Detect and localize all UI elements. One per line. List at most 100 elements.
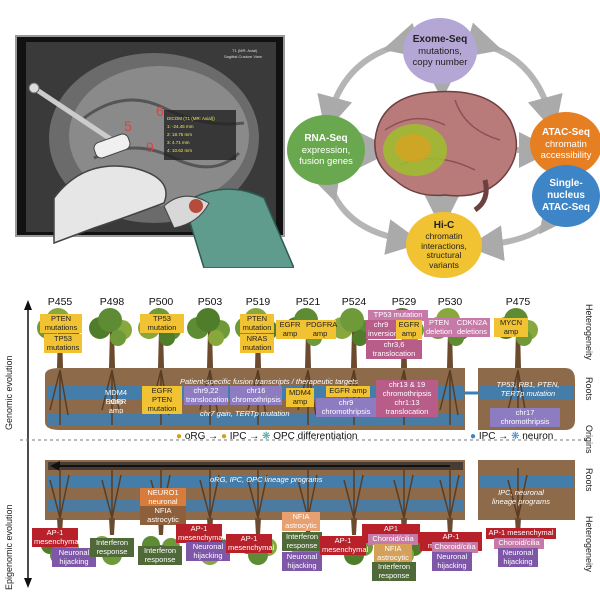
epigenomic-evolution-label: Epigenomic evolution <box>4 504 14 590</box>
patient-id: P521 <box>295 296 321 308</box>
tree-roots <box>393 468 414 519</box>
label-p524-ap1: AP-1 mesenchymal <box>320 536 369 555</box>
tree-canopy <box>352 330 368 346</box>
screen-title-1: T1 (MR: Axial) <box>232 48 258 53</box>
tree-canopy <box>110 330 126 346</box>
tree-roots <box>49 468 70 519</box>
tree-roots <box>343 468 364 519</box>
tree-roots <box>101 468 122 519</box>
label-p519-chr16: chr16 chromothripsis <box>230 386 282 405</box>
label-p524-egfr: EGFR amp <box>326 386 370 397</box>
tree-roots <box>199 468 220 519</box>
chr7-gain-band: chr7 gain, TERTp mutation <box>200 409 290 418</box>
tree-canopy <box>208 330 224 346</box>
origin-opc-label: OPC differentiation <box>273 431 358 442</box>
patient-id: P475 <box>505 296 531 308</box>
tree-roots <box>439 468 460 519</box>
arrow-right-icon: → <box>498 431 509 442</box>
label-p529-interferon: Interferon response <box>372 562 416 581</box>
label-p529-choroid: Choroid/cilia <box>368 534 418 545</box>
snatac-seq-node: Single-nucleus ATAC-Seq <box>532 165 600 227</box>
label-p498-egfr: EGFR amp <box>105 397 127 415</box>
tree-trunk <box>109 518 115 535</box>
surgical-navigation-illustration: T1 (MR: Axial) Sagittal Custom View DICO… <box>15 35 294 268</box>
label-p530-pten: PTEN deletion <box>424 318 454 337</box>
label-p455-pten: PTEN mutations <box>40 314 82 333</box>
right-label-roots: Roots <box>584 377 594 401</box>
exome-seq-node: Exome-Seq mutations, copy number <box>403 18 477 84</box>
patient-id: P524 <box>341 296 367 308</box>
label-p529-tp53: TP53 mutation <box>368 310 428 321</box>
label-p498-interferon: Interferon response <box>90 538 134 557</box>
label-p530-choroid: Choroid/cilia <box>432 542 478 553</box>
label-p500-tp53: TP53 mutation <box>140 314 184 333</box>
label-p475-ap1: AP-1 mesenchymal <box>486 528 556 539</box>
label-p524-chr9: chr9 chromothripsis <box>316 398 376 417</box>
label-p475-choroid: Choroid/cilia <box>494 538 544 549</box>
label-p529-chr9: chr9 inversion <box>366 320 399 339</box>
tree-canopy <box>340 308 364 332</box>
tree-canopy <box>196 308 220 332</box>
origin-right-neuron-label: neuron <box>522 431 554 442</box>
tree-roots <box>507 468 528 519</box>
tree-canopy <box>98 308 122 332</box>
label-p521-egfr: EGFR amp <box>276 320 304 339</box>
ipc-cell-icon: ● <box>220 431 227 442</box>
rna-seq-title: RNA-Seq <box>304 133 348 144</box>
atac-seq-desc: chromatin accessibility <box>540 139 592 161</box>
label-p503-neuronal: Neuronal hijacking <box>186 542 230 561</box>
label-p521-nfia: NFIA astrocytic <box>282 512 320 531</box>
label-p475-neuronal: Neuronal hijacking <box>498 548 538 567</box>
gloved-hand <box>53 165 167 245</box>
label-p455-neuronal: Neuronal hijacking <box>52 548 96 567</box>
label-p503-chr9: chr9,22 translocation <box>184 386 229 405</box>
origin-org-label: oRG <box>184 431 206 442</box>
tree-roots <box>49 369 69 425</box>
hi-c-desc: chromatin interactions, structural varia… <box>421 231 467 270</box>
exome-seq-title: Exome-Seq <box>412 34 468 45</box>
label-p475-lineage: IPC, neuronal lineage programs <box>492 488 550 506</box>
label-p530-cdkn2a: CDKN2A deletions <box>454 318 490 337</box>
tree-trunk <box>351 518 357 535</box>
label-p521-interferon: Interferon response <box>282 532 322 551</box>
label-p519-nras: NRAS mutation <box>240 334 274 353</box>
exome-seq-desc: mutations, copy number <box>412 46 468 68</box>
label-p521-pdgfra: PDGFRA amp <box>304 320 338 339</box>
tree-roots <box>247 468 268 519</box>
tree-trunk <box>255 518 261 535</box>
patient-id: P455 <box>47 296 73 308</box>
zone-label: 5 <box>124 118 132 134</box>
snatac-seq-title: Single-nucleus ATAC-Seq <box>542 178 590 213</box>
opc-cell-icon: ❋ <box>262 431 271 442</box>
atac-seq-title: ATAC-Seq <box>542 127 590 138</box>
zone-label: 9 <box>146 139 154 155</box>
right-label-origins: Origins <box>584 425 594 454</box>
label-p475-mycn: MYCN amp <box>494 318 528 337</box>
screen-title-2: Sagittal Custom View <box>224 54 262 59</box>
label-p521-neuronal: Neuronal hijacking <box>282 552 322 571</box>
patient-id: P498 <box>99 296 125 308</box>
label-p500-nfia: NFIA astrocytic <box>140 506 186 525</box>
fusion-transcripts-band: Patient-specific fusion transcripts / th… <box>180 377 359 386</box>
hi-c-node: Hi-C chromatin interactions, structural … <box>406 212 482 278</box>
label-p455-ap1: AP-1 mesenchymal <box>32 528 81 547</box>
patient-id: P500 <box>148 296 174 308</box>
label-p498-mdm4: MDM4 amp <box>104 388 128 406</box>
org-cell-icon: ● <box>176 431 183 442</box>
readout-line: 2: 18.75 mm <box>167 132 192 137</box>
right-label-heterogeneity: Heterogeneity <box>584 516 594 573</box>
label-p455-tp53: TP53 mutations <box>44 334 82 353</box>
arrow-right-icon: → <box>249 431 260 442</box>
readout-line: 1: -24.45 mm <box>167 124 194 129</box>
patient-id: P529 <box>391 296 417 308</box>
rna-seq-desc: expression, fusion genes <box>299 145 353 167</box>
omics-cycle-arrows <box>307 22 576 262</box>
readout-line: 4: 10.62 mm <box>167 148 192 153</box>
label-p529-chr1: chr1:13 translocation <box>376 398 438 417</box>
tree-roots <box>101 369 121 425</box>
rna-seq-node: RNA-Seq expression, fusion genes <box>287 115 365 185</box>
origin-right-ipc-label: IPC <box>478 431 496 442</box>
label-p529-chr13: chr13 & 19 chromothripsis <box>376 380 438 399</box>
patient-id: P519 <box>245 296 271 308</box>
right-label-roots: Roots <box>584 468 594 492</box>
